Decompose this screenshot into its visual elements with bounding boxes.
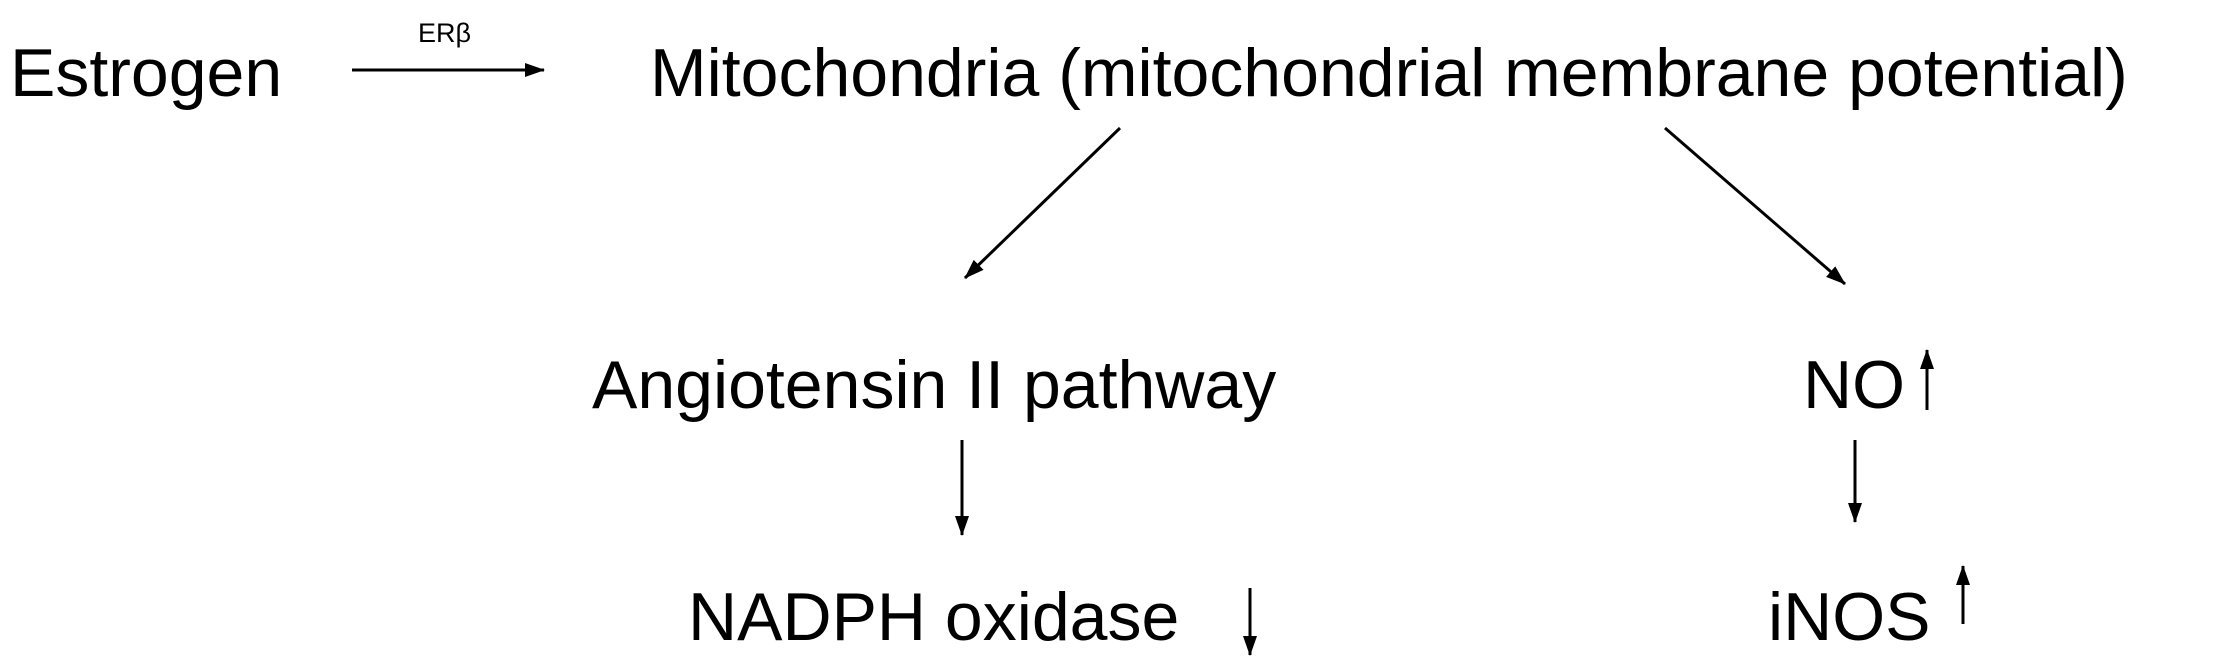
node-mitochondria: Mitochondria (mitochondrial membrane pot… xyxy=(650,35,2128,111)
node-nadph-oxidase: NADPH oxidase xyxy=(688,579,1179,655)
edge-mitochondria-to-no xyxy=(1664,126,1846,286)
edge-label-er-beta: ERβ xyxy=(418,18,471,48)
node-angiotensin-ii-pathway: Angiotensin II pathway xyxy=(592,347,1276,423)
node-no: NO xyxy=(1803,347,1905,423)
node-estrogen: Estrogen xyxy=(10,35,282,111)
edge-mitochondria-to-angiotensin xyxy=(963,126,1122,280)
node-inos: iNOS xyxy=(1768,579,1930,655)
